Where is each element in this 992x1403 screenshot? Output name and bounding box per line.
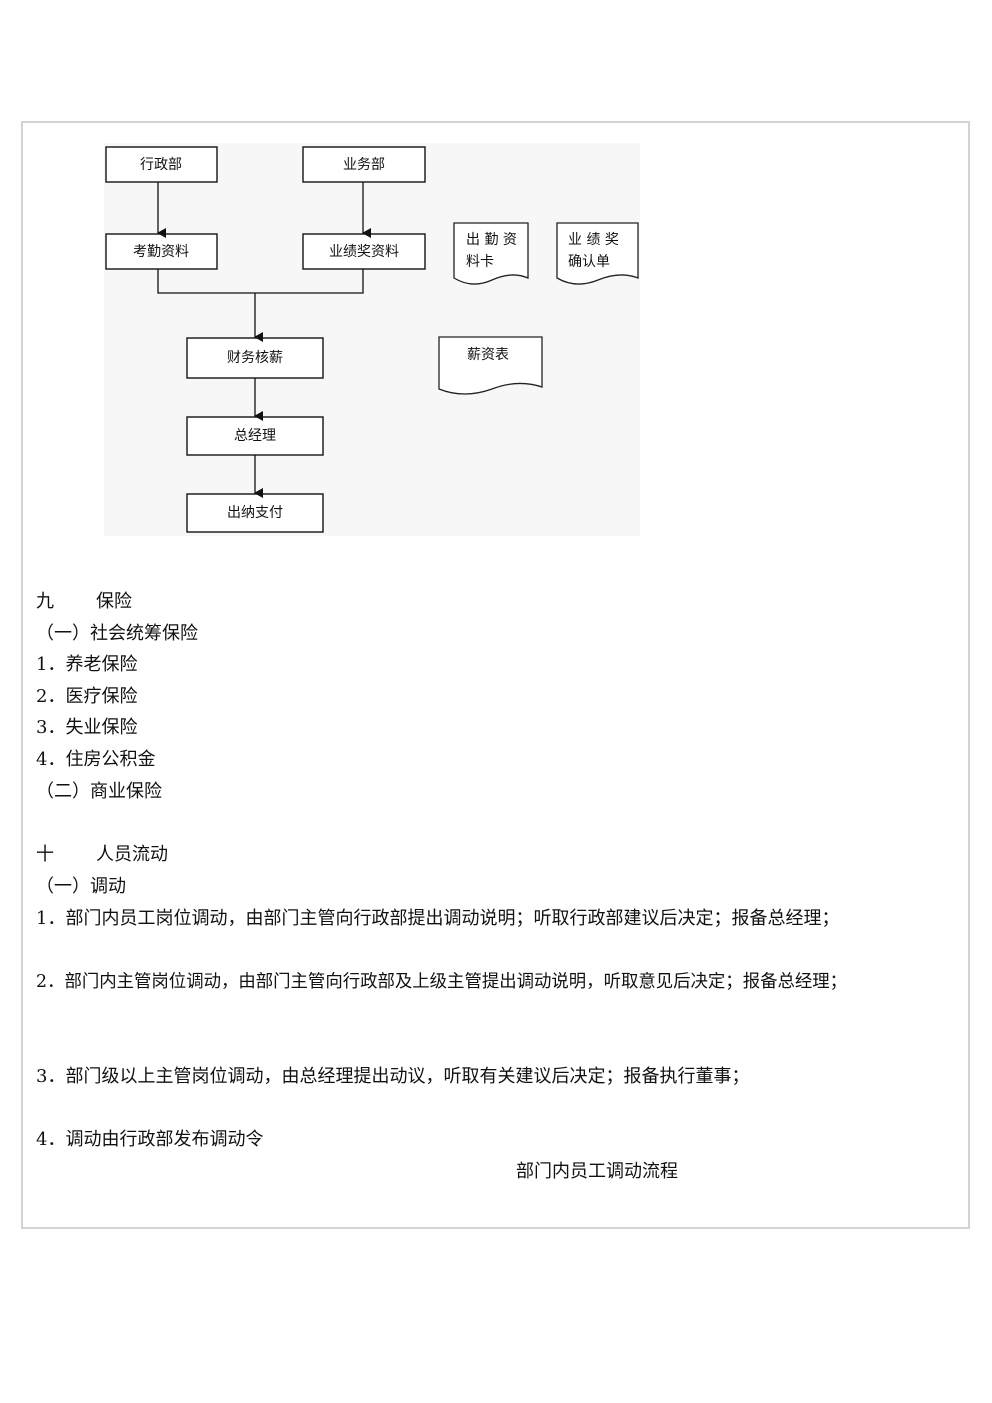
doc-performance-confirm-line1: 业 绩 奖 [568, 231, 619, 248]
section10-number: 十 [36, 844, 54, 865]
node-cashier-pay: 出纳支付 [186, 493, 324, 533]
merge-connector [157, 269, 364, 294]
node-business-dept: 业务部 [302, 146, 426, 183]
doc-performance-confirm-line2: 确认单 [568, 254, 610, 270]
node-admin-dept-label: 行政部 [140, 157, 182, 173]
section9-number: 九 [36, 591, 54, 612]
list-item: 1．部门内员工岗位调动，由部门主管向行政部提出调动说明；听取行政部建议后决定；报… [36, 908, 840, 929]
section9-sub2: （二）商业保险 [36, 781, 162, 802]
doc-attendance-card-line1: 出 勤 资 [466, 232, 517, 248]
node-finance-check: 财务核薪 [186, 337, 324, 379]
node-attendance-data-label: 考勤资料 [133, 244, 189, 260]
node-cashier-pay-label: 出纳支付 [227, 505, 283, 521]
section10-title: 人员流动 [96, 844, 168, 865]
section10-sub1: （一）调动 [36, 876, 126, 897]
list-item: 2．部门内主管岗位调动，由部门主管向行政部及上级主管提出调动说明，听取意见后决定… [36, 972, 848, 992]
section10-heading: 十 人员流动 [36, 843, 168, 867]
doc-attendance-card-line2: 料卡 [466, 254, 494, 270]
doc-payroll: 薪资表 [438, 336, 543, 395]
flow-caption: 部门内员工调动流程 [516, 1161, 678, 1182]
list-item: 4．调动由行政部发布调动令 [36, 1129, 264, 1150]
content-frame [21, 121, 970, 1229]
node-general-manager: 总经理 [186, 416, 324, 456]
list-item: 3．失业保险 [36, 717, 138, 738]
list-item: 4．住房公积金 [36, 749, 156, 770]
doc-performance-confirm: 业 绩 奖 确认单 [556, 222, 639, 285]
node-admin-dept: 行政部 [105, 146, 218, 183]
list-item: 2．医疗保险 [36, 686, 138, 707]
node-performance-data-label: 业绩奖资料 [329, 243, 399, 260]
list-item: 3．部门级以上主管岗位调动，由总经理提出动议，听取有关建议后决定；报备执行董事； [36, 1066, 750, 1087]
doc-attendance-card: 出 勤 资 料卡 [453, 222, 529, 285]
list-item: 1．养老保险 [36, 654, 138, 675]
section9-heading: 九 保险 [36, 590, 132, 614]
payroll-flowchart: 行政部 业务部 考勤资料 业绩奖资料 财务核薪 总经理 出纳支付 [104, 143, 640, 536]
node-general-manager-label: 总经理 [234, 428, 276, 444]
section9-title: 保险 [96, 591, 132, 612]
node-performance-data: 业绩奖资料 [302, 233, 426, 270]
node-finance-check-label: 财务核薪 [227, 350, 283, 366]
node-business-dept-label: 业务部 [343, 157, 385, 173]
node-attendance-data: 考勤资料 [105, 233, 218, 270]
doc-payroll-label: 薪资表 [467, 347, 509, 363]
section9-sub1: （一）社会统筹保险 [36, 623, 198, 644]
